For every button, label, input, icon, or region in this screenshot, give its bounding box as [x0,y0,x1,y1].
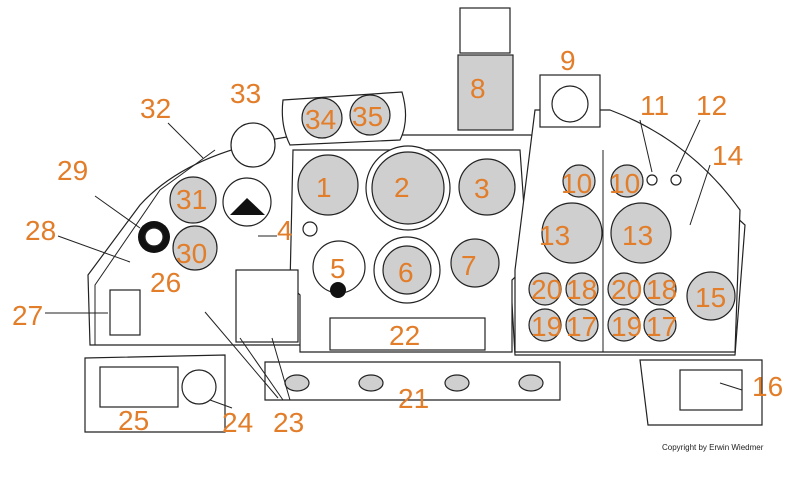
gauge-35 [349,94,391,136]
callout-label: 11 [640,90,669,121]
knob-29-inner [144,227,164,247]
copyright-text: Copyright by Erwin Wiedmer [662,443,764,452]
callout-label: 33 [230,78,261,109]
gauge-20a [528,272,562,306]
leader-11 [639,119,653,173]
lever-handle-3 [444,374,470,392]
lever-handle-2 [358,374,384,392]
callout-label: 28 [25,215,56,246]
switch-block-23 [235,269,299,343]
sight-head [459,7,511,54]
callout-label: 12 [696,90,727,121]
gauge-2 [371,151,445,225]
gauge-20b [607,272,641,306]
leader-16 [719,382,743,391]
callout-label: 22 [389,320,420,351]
gauge-30 [172,225,218,271]
gauge-6 [382,245,432,295]
clock-33 [230,122,276,168]
callout-label: 19 [531,311,562,342]
callout-label: 7 [461,250,477,281]
gauge-19a [528,308,562,342]
gauge-13b [610,202,672,264]
callout-label: 17 [646,311,677,342]
dial-24 [181,369,217,405]
knob-12 [670,174,682,186]
compass-9-dial [551,85,589,123]
callout-label: 27 [12,300,43,331]
callout-label: 30 [176,238,207,269]
leader-29 [94,195,141,229]
callout-label: 15 [695,282,726,313]
gauge-19b [607,308,641,342]
callout-label: 31 [176,184,207,215]
gauge-17a [565,308,599,342]
switch-27 [109,289,141,336]
callout-label: 2 [394,172,410,203]
callout-label: 13 [539,220,570,251]
callout-label: 18 [646,274,677,305]
gauge-indicator [230,198,265,215]
gauge-10a [562,164,596,198]
gauge-17b [643,308,677,342]
callout-label: 26 [150,267,181,298]
callout-label: 32 [140,93,171,124]
left-lower-panel [94,149,216,345]
gauge-1 [297,154,359,216]
lever-handle-1 [284,374,310,392]
lever-bar [264,361,561,401]
callout-label: 5 [330,253,346,284]
gauge-3 [458,158,516,216]
leader-24 [209,399,233,409]
gauge-18b [643,272,677,306]
callout-label: 3 [474,173,490,204]
callout-label: 20 [531,274,562,305]
leader-14 [689,164,711,226]
callout-label: 18 [566,274,597,305]
gauge-18a [565,272,599,306]
callout-label: 23 [273,407,304,438]
callout-label: 24 [222,407,253,438]
callout-label: 9 [560,45,576,76]
nameplate-22 [329,317,486,351]
gauge-15 [686,271,736,321]
gauge-31 [169,176,217,224]
callout-label: 4 [277,215,293,246]
callout-label: 13 [622,220,653,251]
gauge-34 [301,97,343,139]
gauge-10b [610,164,644,198]
callout-label: 19 [611,311,642,342]
gauge-4-knob [302,221,318,237]
leader-23a [239,337,284,401]
unit-8 [457,54,514,131]
leader-32 [167,122,204,159]
callout-label: 17 [566,311,597,342]
callout-label: 29 [57,155,88,186]
callout-label: 10 [609,168,640,199]
gauge-5-knob [330,282,346,298]
callout-label: 20 [611,274,642,305]
callout-label: 6 [398,257,414,288]
callout-label: 10 [561,168,592,199]
leader-23b [271,337,291,401]
callout-label: 16 [752,371,783,402]
callout-label: 14 [712,140,743,171]
callout-label: 34 [305,104,336,135]
gauge-13a [541,202,603,264]
callout-label: 35 [352,101,383,132]
lever-handle-4 [518,374,544,392]
leader-28 [57,235,131,263]
callout-label: 21 [398,383,429,414]
knob-11 [646,174,658,186]
keypad-16 [679,369,743,411]
callout-label: 25 [118,405,149,436]
gauge-7 [450,238,500,288]
keypad-25 [99,366,179,408]
callout-label: 8 [470,73,486,104]
leader-12 [675,119,701,173]
leader-23c [204,311,279,399]
callout-label: 1 [316,172,332,203]
